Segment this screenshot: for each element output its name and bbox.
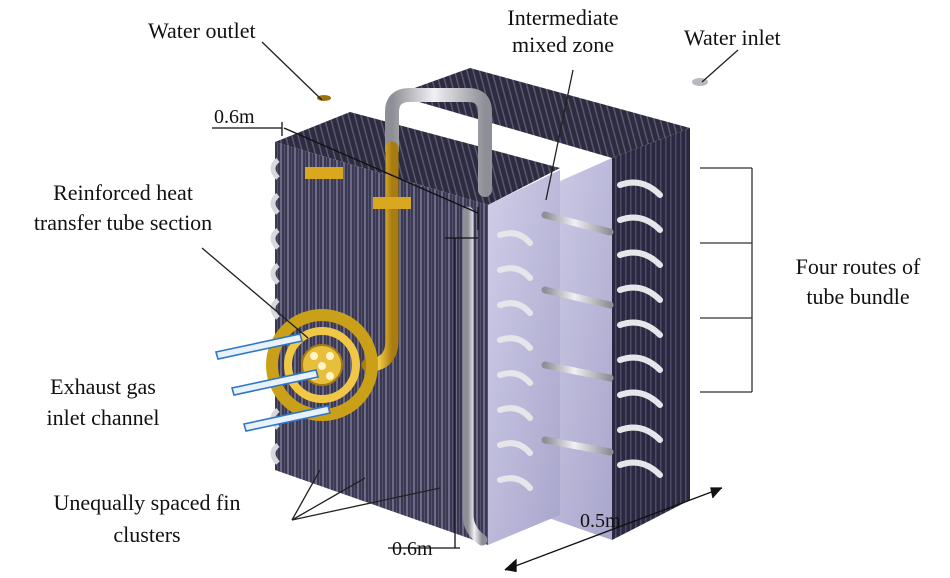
outlet-u-pipe [385,88,492,197]
label-fins-line1: Unequally spaced fin [53,490,241,515]
dimension-lines [212,122,723,572]
label-intermediate-line2: mixed zone [511,32,615,57]
leader-reinforced [201,247,309,339]
four-routes-brace [700,167,753,393]
leader-fins-2 [291,477,366,521]
copper-outlet-opening [317,95,331,101]
steel-headers [385,74,708,546]
leader-fins-3 [291,487,441,521]
label-four-routes-line2: tube bundle [806,284,910,309]
label-reinforced-line2: transfer tube section [33,210,213,235]
front-vertical-header [462,206,488,546]
dimension-height: 0.6m [392,538,433,560]
exhaust-channel-1 [214,333,304,360]
outlet-flange-2 [373,197,411,209]
label-intermediate-line1: Intermediate [507,5,619,30]
label-fins-line2: clusters [113,522,181,547]
leader-water-inlet [701,49,739,83]
exhaust-channel-3 [242,405,332,432]
label-water-inlet: Water inlet [684,25,781,50]
front-module-side-panel [488,170,560,545]
u-bend-stubs [497,179,663,491]
left-return-bends [270,158,280,465]
label-exhaust-line2: inlet channel [46,405,160,430]
leader-lines [201,41,739,521]
label-four-routes-line1: Four routes of [795,254,921,279]
exhaust-channel-2 [230,369,320,396]
reinforced-ring [266,309,378,421]
label-water-outlet: Water outlet [148,18,256,43]
label-exhaust-line1: Exhaust gas [50,374,156,399]
back-module-front-face [612,128,690,540]
leader-water-outlet [261,41,323,101]
leader-fins-1 [291,469,321,521]
dimension-top-width: 0.6m [214,106,255,128]
intermediate-connectors [541,211,614,456]
outlet-flange-1 [305,167,343,179]
exhaust-gas-channels [214,333,332,432]
label-reinforced-line1: Reinforced heat [53,180,193,205]
dimension-depth: 0.5m [580,510,621,532]
leader-intermediate-zone [545,69,574,201]
